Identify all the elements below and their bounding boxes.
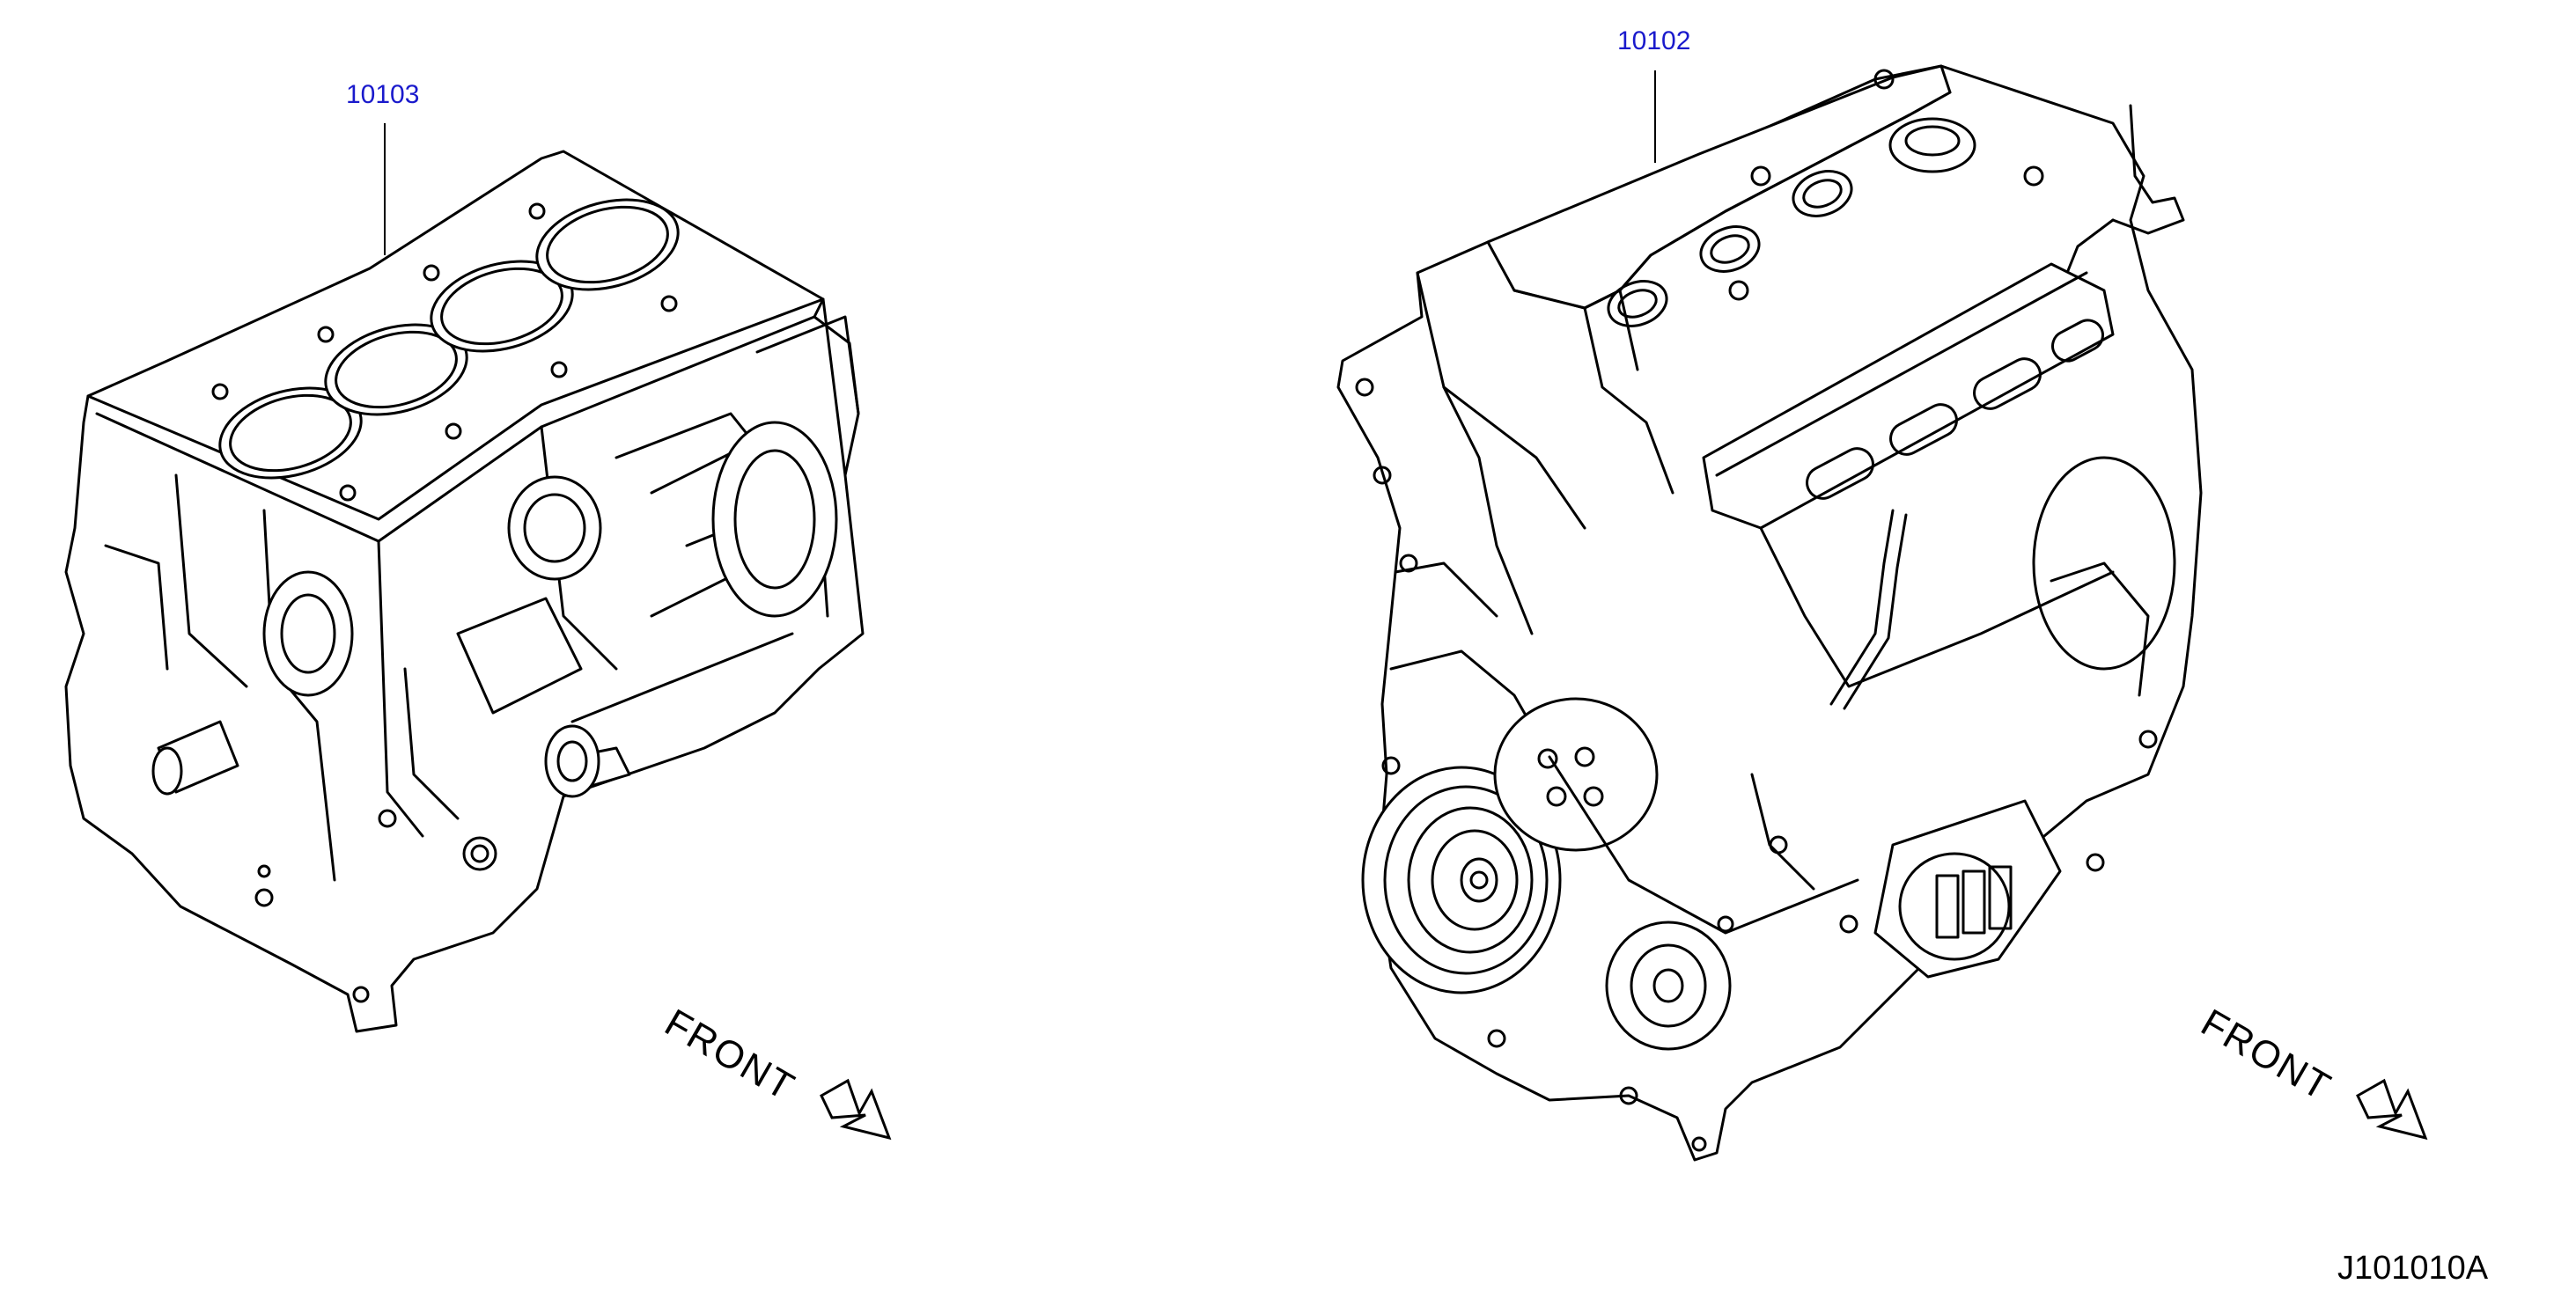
- cylinder-block-illustration: [64, 150, 865, 1033]
- callout-part-number-engine[interactable]: 10102: [1617, 26, 1691, 55]
- engine-assembly-illustration: [1336, 64, 2203, 1162]
- front-arrow-icon-left: [820, 1078, 892, 1141]
- diagram-code: J101010A: [2337, 1250, 2489, 1287]
- front-arrow-icon-right: [2356, 1078, 2428, 1141]
- callout-part-number-block[interactable]: 10103: [346, 80, 420, 109]
